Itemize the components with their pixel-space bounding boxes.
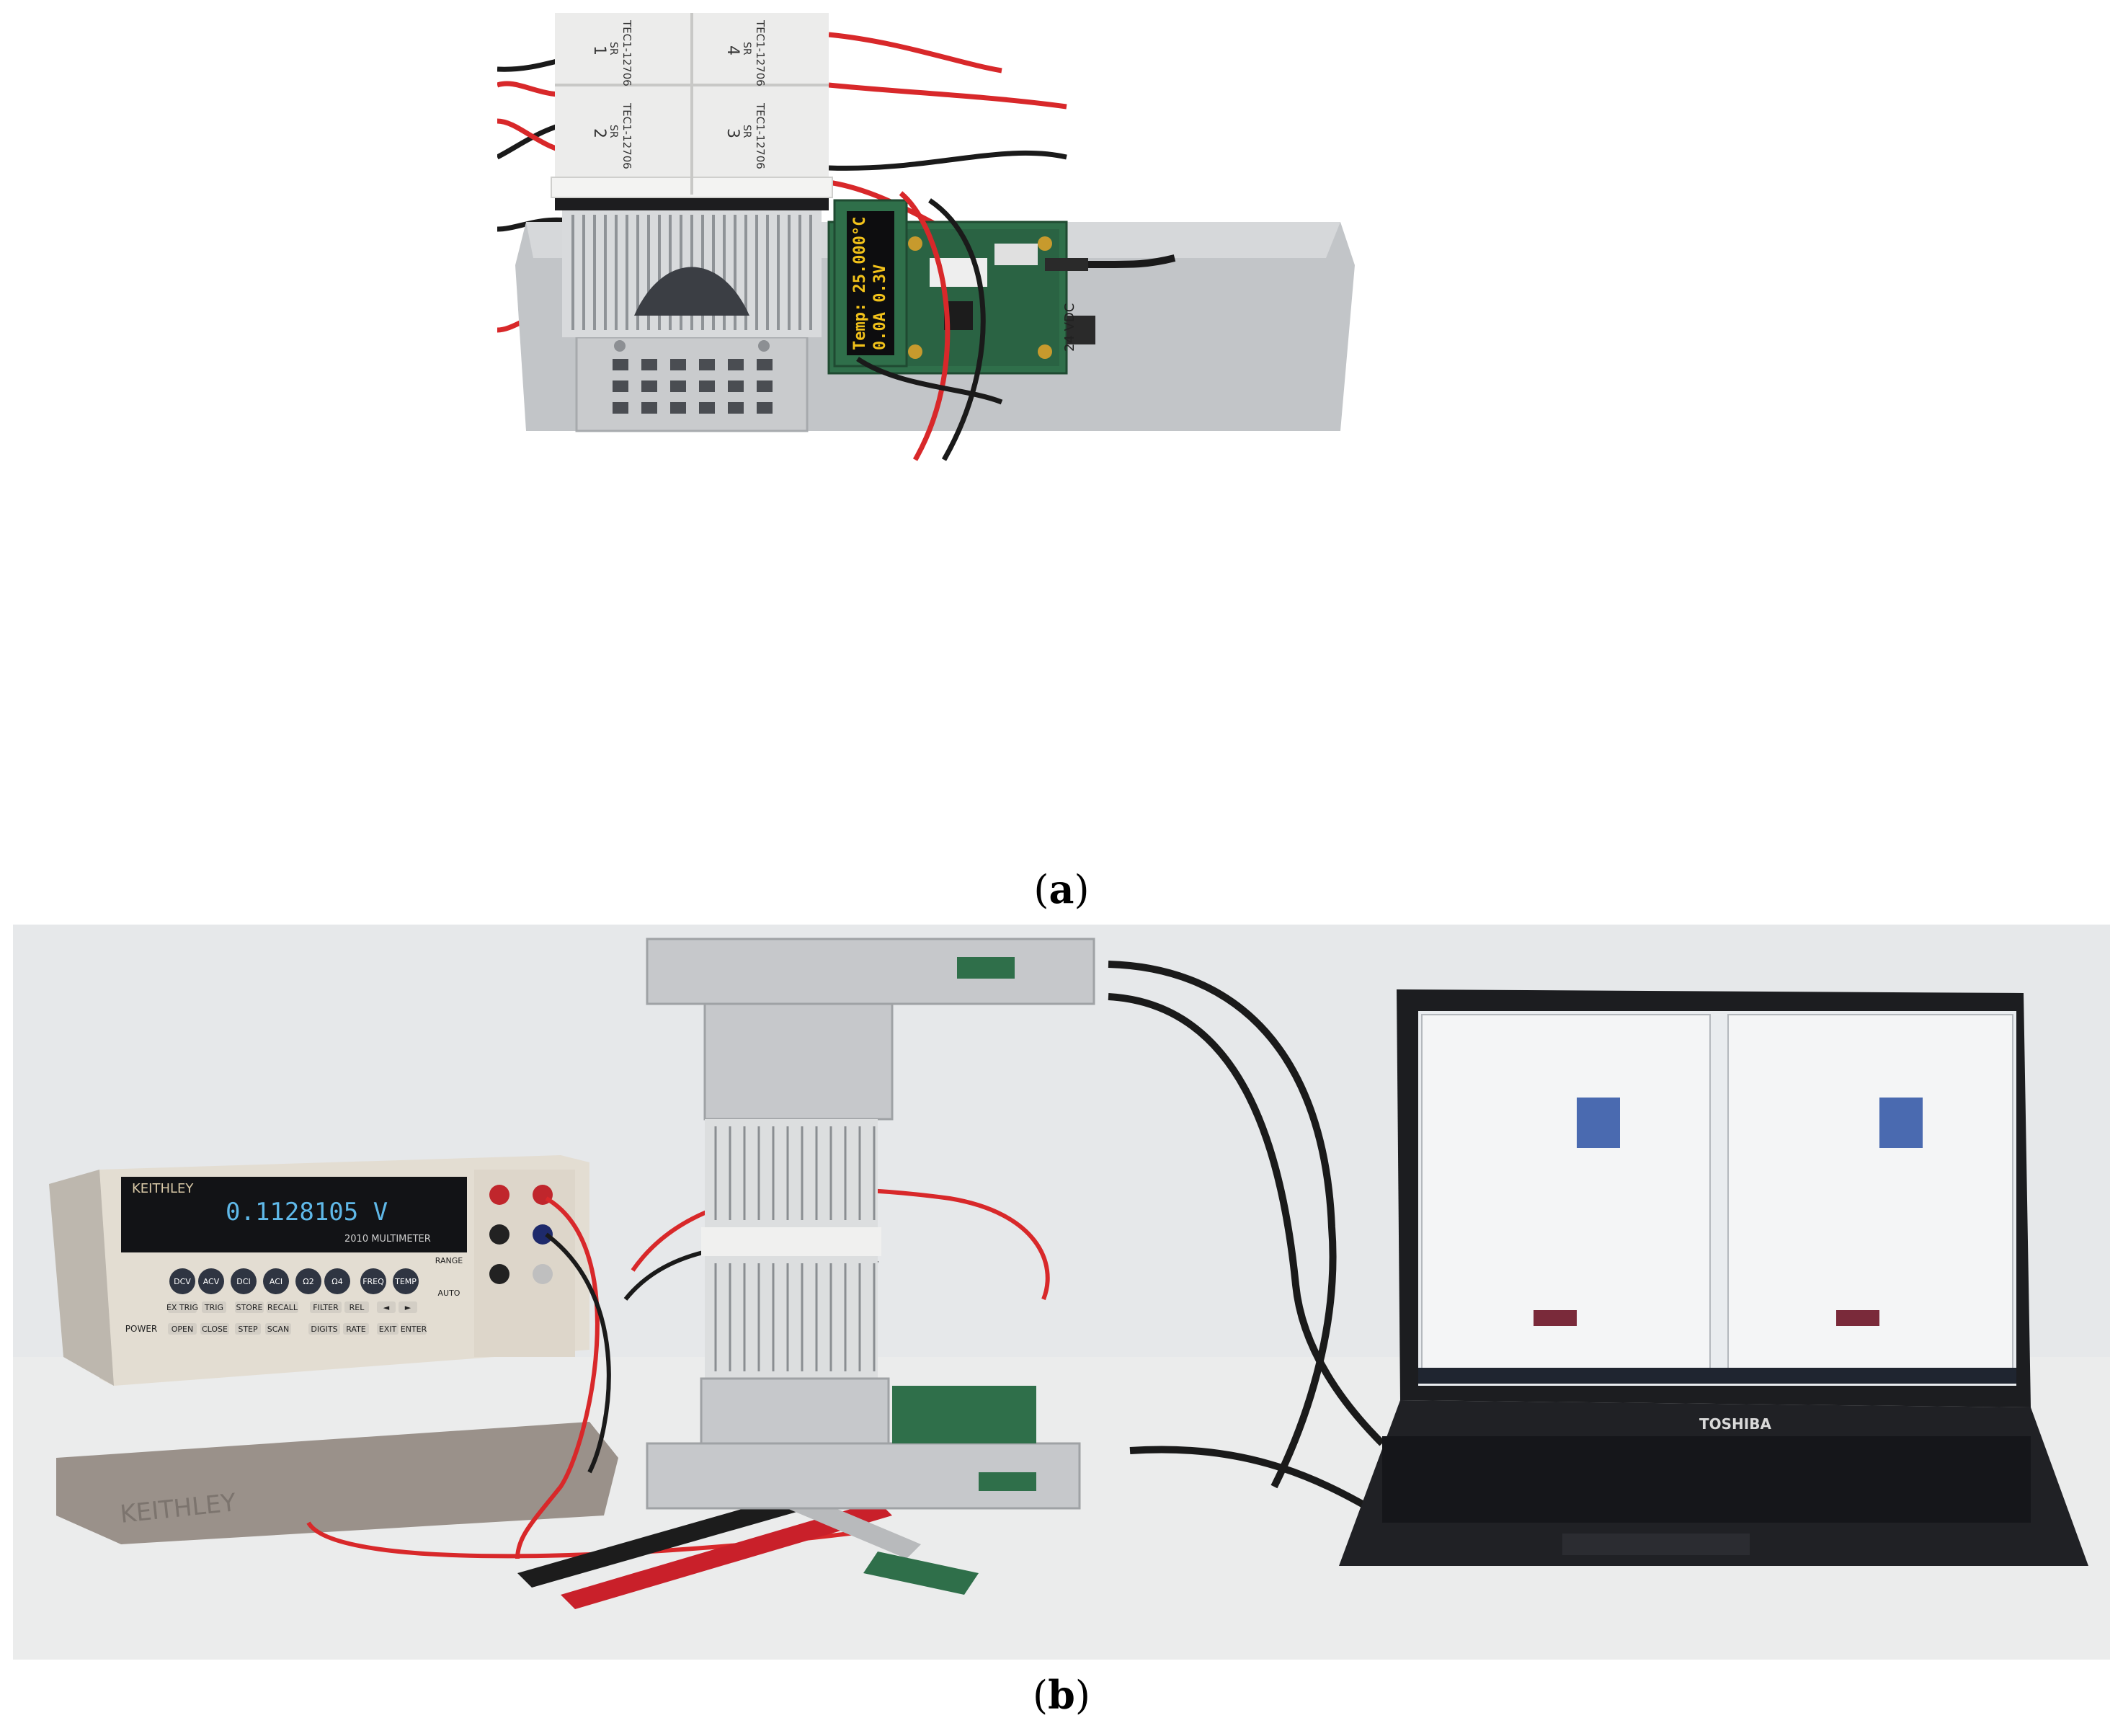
key-left: ◄	[383, 1303, 390, 1312]
tec-module-1-grade: SR	[607, 42, 619, 55]
tec-module-3-model: TEC1-12706	[754, 102, 767, 169]
multimeter: KEITHLEY KEITHLEY 0.1128105 V 2010 MULTI…	[49, 1155, 618, 1544]
multimeter-brand: KEITHLEY	[132, 1181, 194, 1196]
key-row-3: OPEN CLOSE STEP SCAN DIGITS RATE EXIT EN…	[168, 1323, 427, 1335]
key-step: STEP	[238, 1325, 258, 1334]
key-right: ►	[405, 1303, 411, 1312]
tec-module-3: TEC1-12706 SR 3	[724, 102, 767, 169]
key-enter: ENTER	[401, 1325, 427, 1334]
key-rate: RATE	[346, 1325, 366, 1334]
tec-module-1: TEC1-12706 SR 1	[590, 19, 633, 86]
tec-module-1-number: 1	[590, 45, 608, 55]
oled-line-1: Temp: 25.000°C	[851, 217, 869, 350]
key-row-1: DCV ACV DCI ACI Ω2 Ω4 FREQ TEMP	[169, 1268, 419, 1294]
heatsink	[555, 195, 829, 337]
key-filter: FILTER	[313, 1303, 339, 1312]
key-acv: ACV	[203, 1277, 220, 1286]
tec-module-2-model: TEC1-12706	[620, 102, 633, 169]
caption-a: (a)	[0, 866, 2123, 912]
caption-a-open: (	[1033, 867, 1049, 912]
tec-module-stack: TEC1-12706 SR 1 TEC1-12706 SR 4 TEC1-127…	[551, 13, 833, 198]
oled-display: Temp: 25.000°C 0.0A 0.3V	[833, 199, 908, 368]
photo-b-measurement-setup: KEITHLEY KEITHLEY 0.1128105 V 2010 MULTI…	[13, 925, 2110, 1660]
tec-module-2: TEC1-12706 SR 2	[590, 102, 633, 169]
caption-a-letter: a	[1049, 866, 1074, 912]
caption-b-close: )	[1074, 1673, 1090, 1718]
key-aci: ACI	[270, 1277, 282, 1286]
key-trig: TRIG	[204, 1303, 223, 1312]
key-scan: SCAN	[267, 1325, 289, 1334]
multimeter-model: 2010 MULTIMETER	[344, 1234, 431, 1245]
key-open: OPEN	[172, 1325, 193, 1334]
laptop: TOSHIBA	[1339, 989, 2088, 1566]
auto-label: AUTO	[438, 1288, 460, 1298]
laptop-brand: TOSHIBA	[1699, 1415, 1771, 1433]
oled-line-2: 0.0A 0.3V	[871, 264, 889, 350]
key-rel: REL	[350, 1303, 365, 1312]
tec-tower	[646, 938, 1095, 1510]
tec-module-4-grade: SR	[741, 42, 752, 55]
range-label: RANGE	[435, 1256, 463, 1265]
tec-module-4: TEC1-12706 SR 4	[724, 19, 767, 86]
key-ohm2: Ω2	[303, 1277, 313, 1286]
power-label: POWER	[125, 1324, 157, 1334]
tec-module-3-number: 3	[724, 128, 742, 138]
multimeter-input-terminals	[474, 1170, 575, 1357]
power-input-label: 24 VDC	[1062, 303, 1077, 352]
key-close: CLOSE	[202, 1325, 228, 1334]
multimeter-keys: DCV ACV DCI ACI Ω2 Ω4 FREQ TEMP EX TRIG …	[125, 1256, 463, 1335]
key-exit: EXIT	[379, 1325, 397, 1334]
tec-module-4-number: 4	[724, 45, 742, 55]
tec-module-4-model: TEC1-12706	[754, 19, 767, 86]
key-store: STORE	[236, 1303, 263, 1312]
caption-b-letter: b	[1048, 1672, 1075, 1718]
caption-b: (b)	[0, 1672, 2123, 1718]
tec-module-2-number: 2	[590, 128, 608, 138]
key-ohm4: Ω4	[331, 1277, 342, 1286]
photo-a-thermoelectric-device: TEC1-12706 SR 1 TEC1-12706 SR 4 TEC1-127…	[497, 13, 1629, 856]
tec-module-3-grade: SR	[741, 125, 752, 138]
key-row-2: EX TRIG TRIG STORE RECALL FILTER REL ◄ ►	[166, 1301, 417, 1313]
tec-module-2-grade: SR	[607, 125, 619, 138]
key-dcv: DCV	[174, 1277, 191, 1286]
caption-a-close: )	[1074, 867, 1090, 912]
multimeter-reading: 0.1128105 V	[226, 1198, 388, 1227]
key-temp: TEMP	[394, 1277, 417, 1286]
key-recall: RECALL	[267, 1303, 298, 1312]
caption-b-open: (	[1033, 1673, 1049, 1718]
key-freq: FREQ	[362, 1277, 384, 1286]
key-digits: DIGITS	[311, 1325, 337, 1334]
key-ex-trig: EX TRIG	[166, 1303, 198, 1312]
front-lead-wires	[856, 191, 1003, 461]
tec-module-1-model: TEC1-12706	[620, 19, 633, 86]
key-dci: DCI	[236, 1277, 250, 1286]
